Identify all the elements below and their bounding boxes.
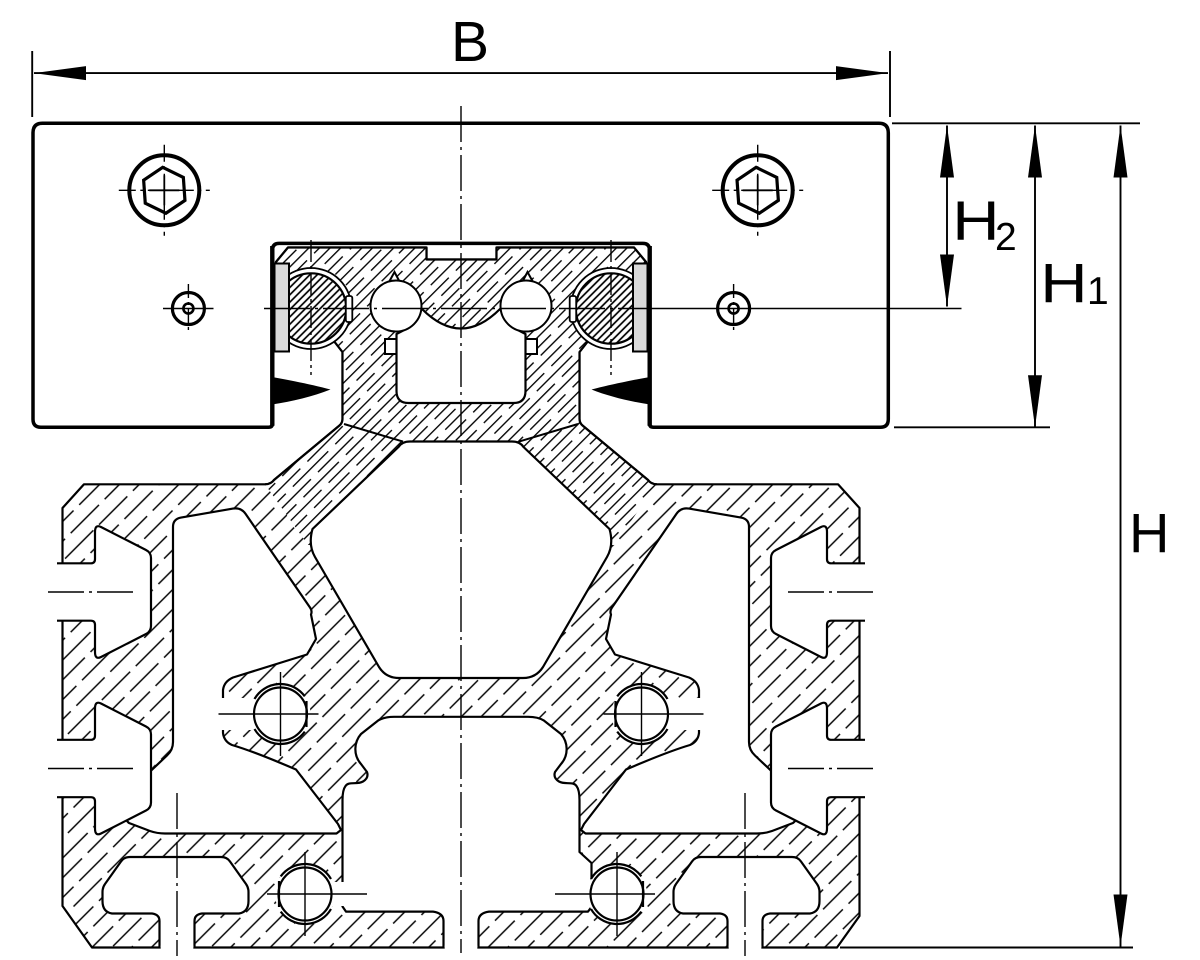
svg-text:1: 1 — [1087, 270, 1109, 313]
svg-text:H: H — [1129, 502, 1169, 565]
svg-text:H: H — [952, 189, 999, 251]
svg-text:B: B — [451, 10, 489, 74]
svg-text:H: H — [1040, 252, 1087, 314]
svg-text:2: 2 — [995, 216, 1017, 259]
